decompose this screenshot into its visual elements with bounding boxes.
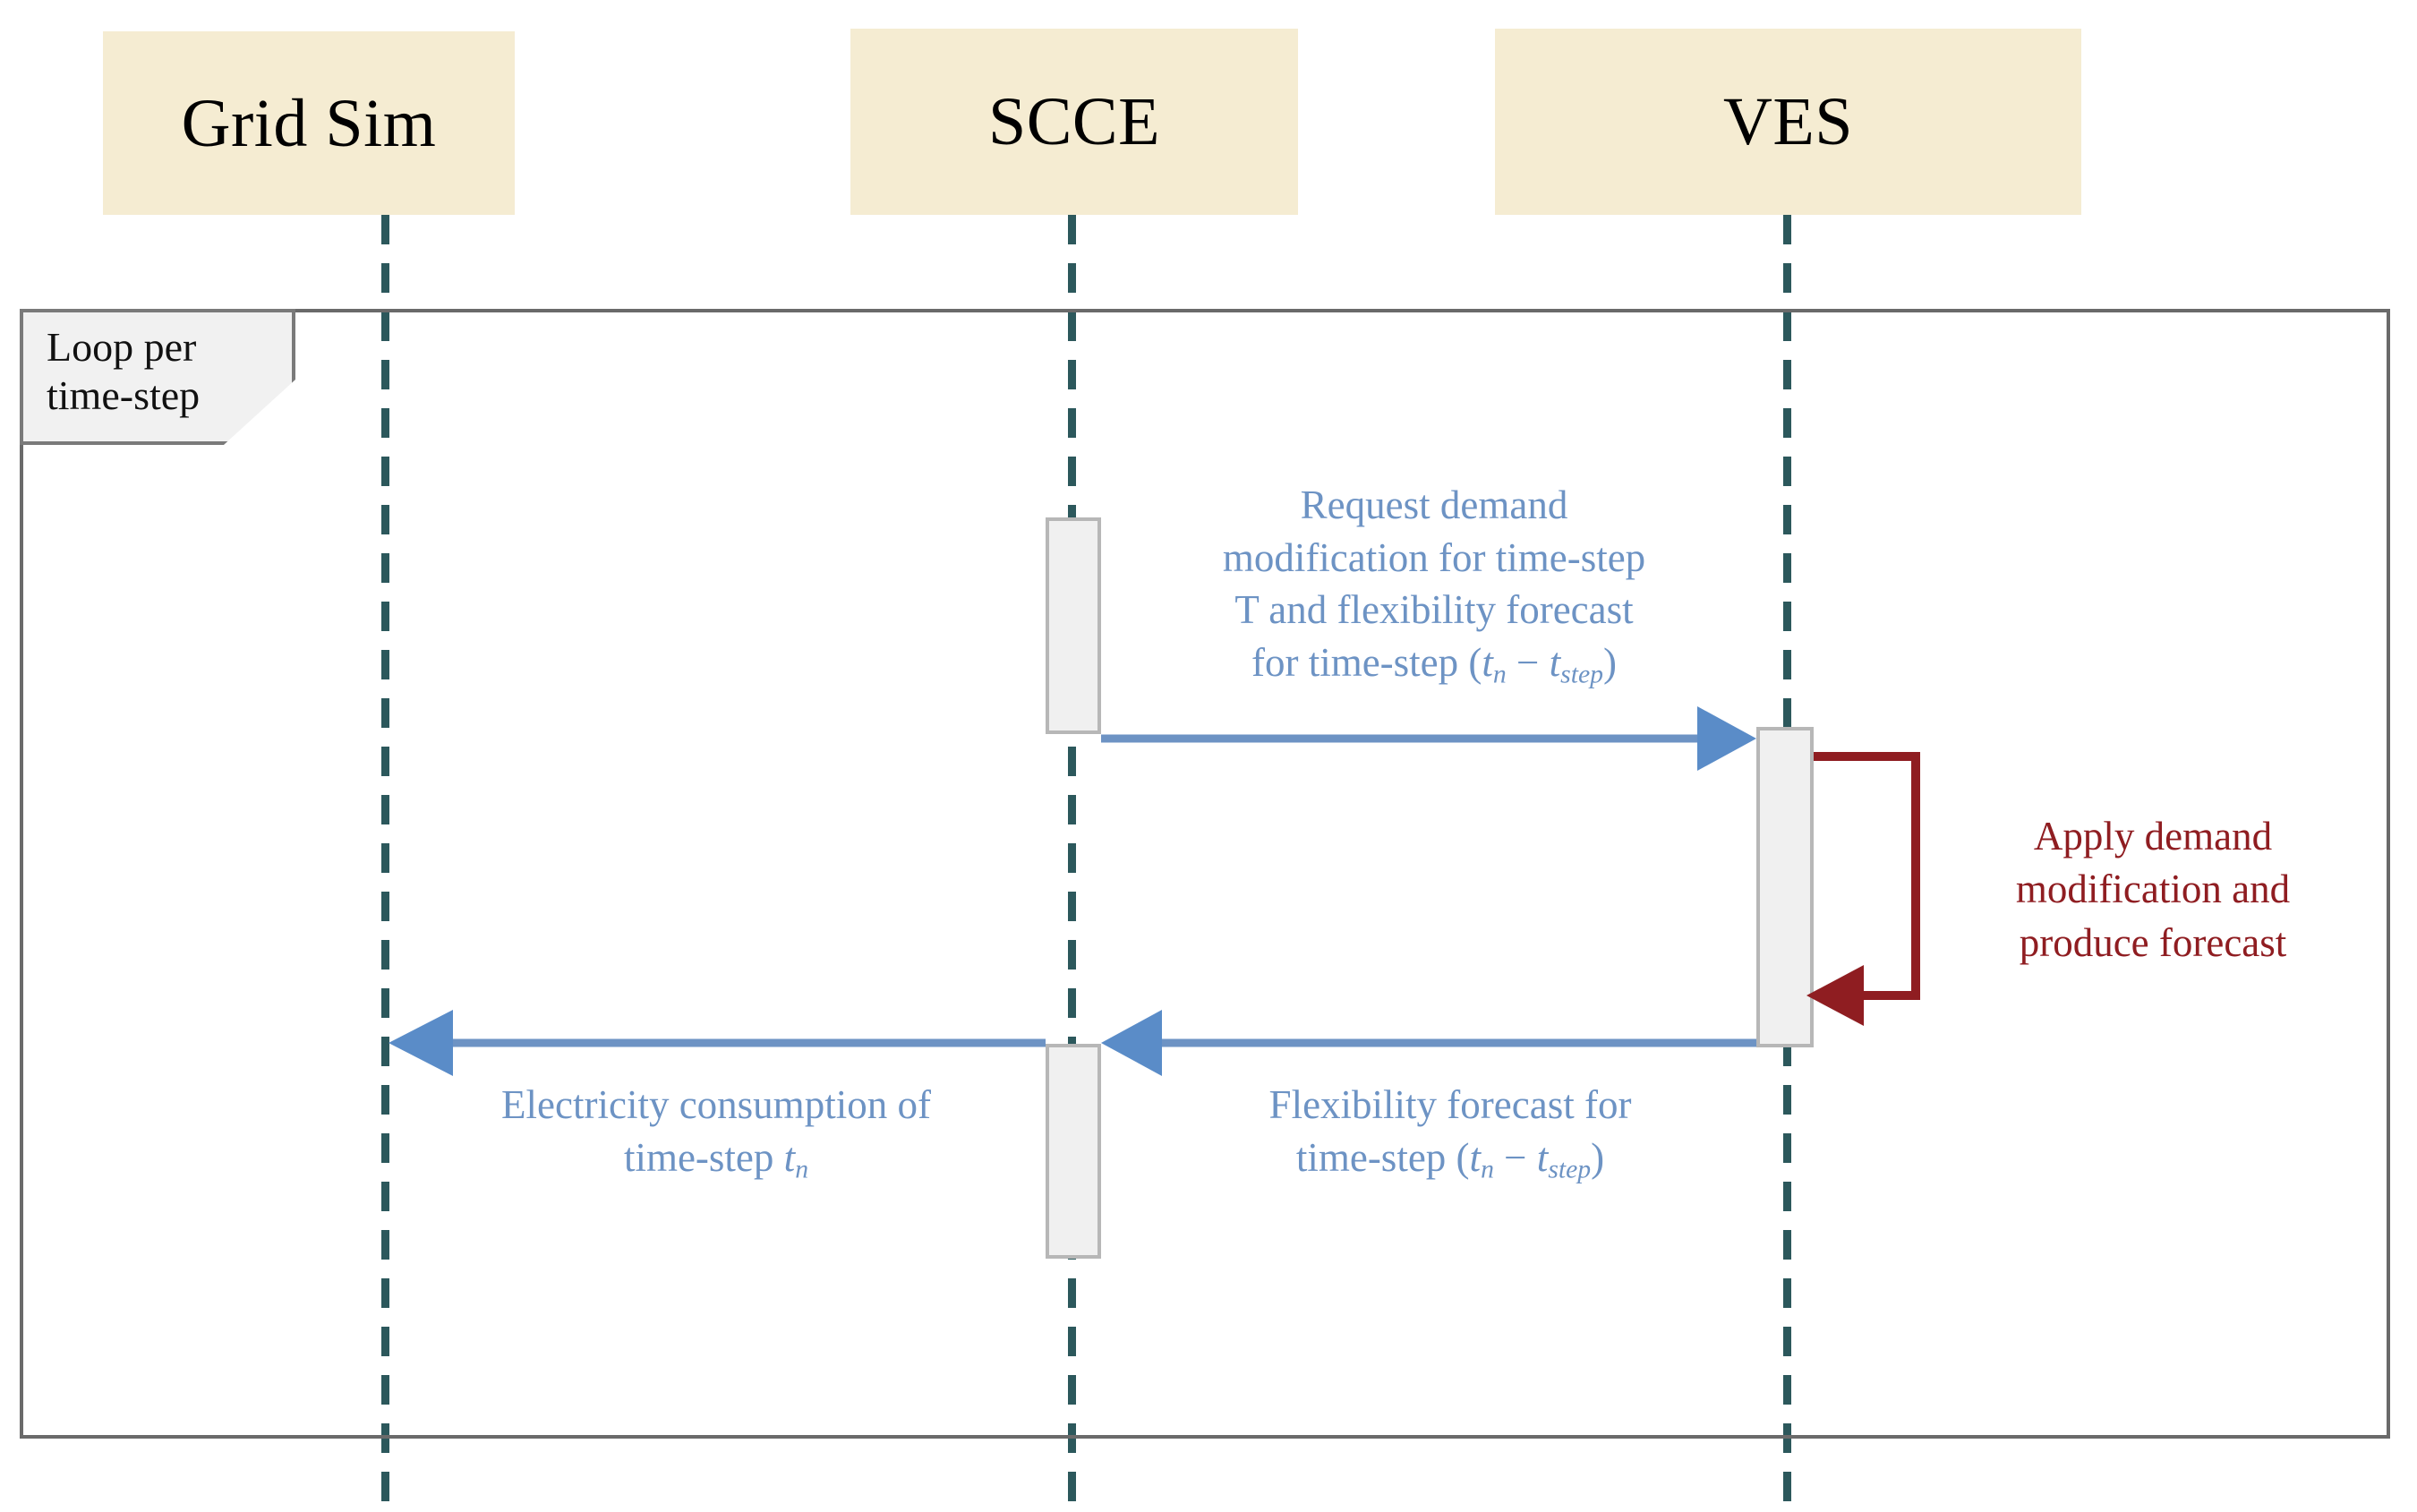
label-request-line-1: Request demand <box>1300 483 1568 527</box>
symbol-sub-n-flex: n <box>1481 1155 1494 1184</box>
symbol-t-step: t <box>1549 639 1561 685</box>
label-request-line-4: for time-step (tn − tstep) <box>1103 636 1765 689</box>
symbol-minus-flex: − <box>1504 1134 1527 1180</box>
symbol-sub-step-flex: step <box>1548 1155 1592 1184</box>
symbol-sub-step: step <box>1560 660 1603 689</box>
activation-bar-scce-request <box>1046 517 1101 734</box>
label-request-line-4-prefix: for time-step ( <box>1251 639 1482 685</box>
symbol-sub-n-elec: n <box>795 1155 809 1184</box>
activation-bar-scce-return <box>1046 1044 1101 1259</box>
loop-fragment-frame <box>20 309 2390 1439</box>
label-apply-line-1: Apply demand <box>2033 814 2273 859</box>
symbol-t-n-flex: t <box>1469 1134 1482 1180</box>
label-request-line-3: T and flexibility forecast <box>1234 587 1634 632</box>
symbol-t-n: t <box>1482 639 1493 685</box>
label-flexibility-line-2: time-step (tn − tstep) <box>1186 1132 1714 1184</box>
label-electricity-line-2: time-step tn <box>394 1132 1038 1184</box>
label-apply-demand-modification: Apply demand modification and produce fo… <box>1929 810 2377 970</box>
symbol-t-n-elec: t <box>783 1134 796 1180</box>
label-request-demand-modification: Request demand modification for time-ste… <box>1103 479 1765 688</box>
activation-bar-ves <box>1756 727 1814 1047</box>
label-flexibility-forecast: Flexibility forecast for time-step (tn −… <box>1186 1079 1714 1183</box>
label-flexibility-line-2-prefix: time-step ( <box>1295 1134 1470 1180</box>
symbol-paren-close: ) <box>1603 639 1617 685</box>
participant-grid-sim: Grid Sim <box>103 31 515 215</box>
label-flexibility-line-1: Flexibility forecast for <box>1268 1082 1632 1127</box>
label-electricity-line-2-prefix: time-step <box>623 1134 784 1180</box>
label-apply-line-3: produce forecast <box>2019 919 2287 965</box>
symbol-t-step-flex: t <box>1536 1134 1549 1180</box>
participant-scce: SCCE <box>850 29 1298 215</box>
label-request-line-2: modification for time-step <box>1222 534 1646 580</box>
label-electricity-line-1: Electricity consumption of <box>501 1082 931 1127</box>
participant-ves: VES <box>1495 29 2081 215</box>
symbol-paren-close-flex: ) <box>1591 1134 1605 1180</box>
symbol-minus: − <box>1516 639 1540 685</box>
label-electricity-consumption: Electricity consumption of time-step tn <box>394 1079 1038 1183</box>
symbol-sub-n: n <box>1492 660 1507 689</box>
lifeline-scce <box>1068 215 1076 1512</box>
label-apply-line-2: modification and <box>2015 867 2291 912</box>
lifeline-grid-sim <box>381 215 389 1512</box>
